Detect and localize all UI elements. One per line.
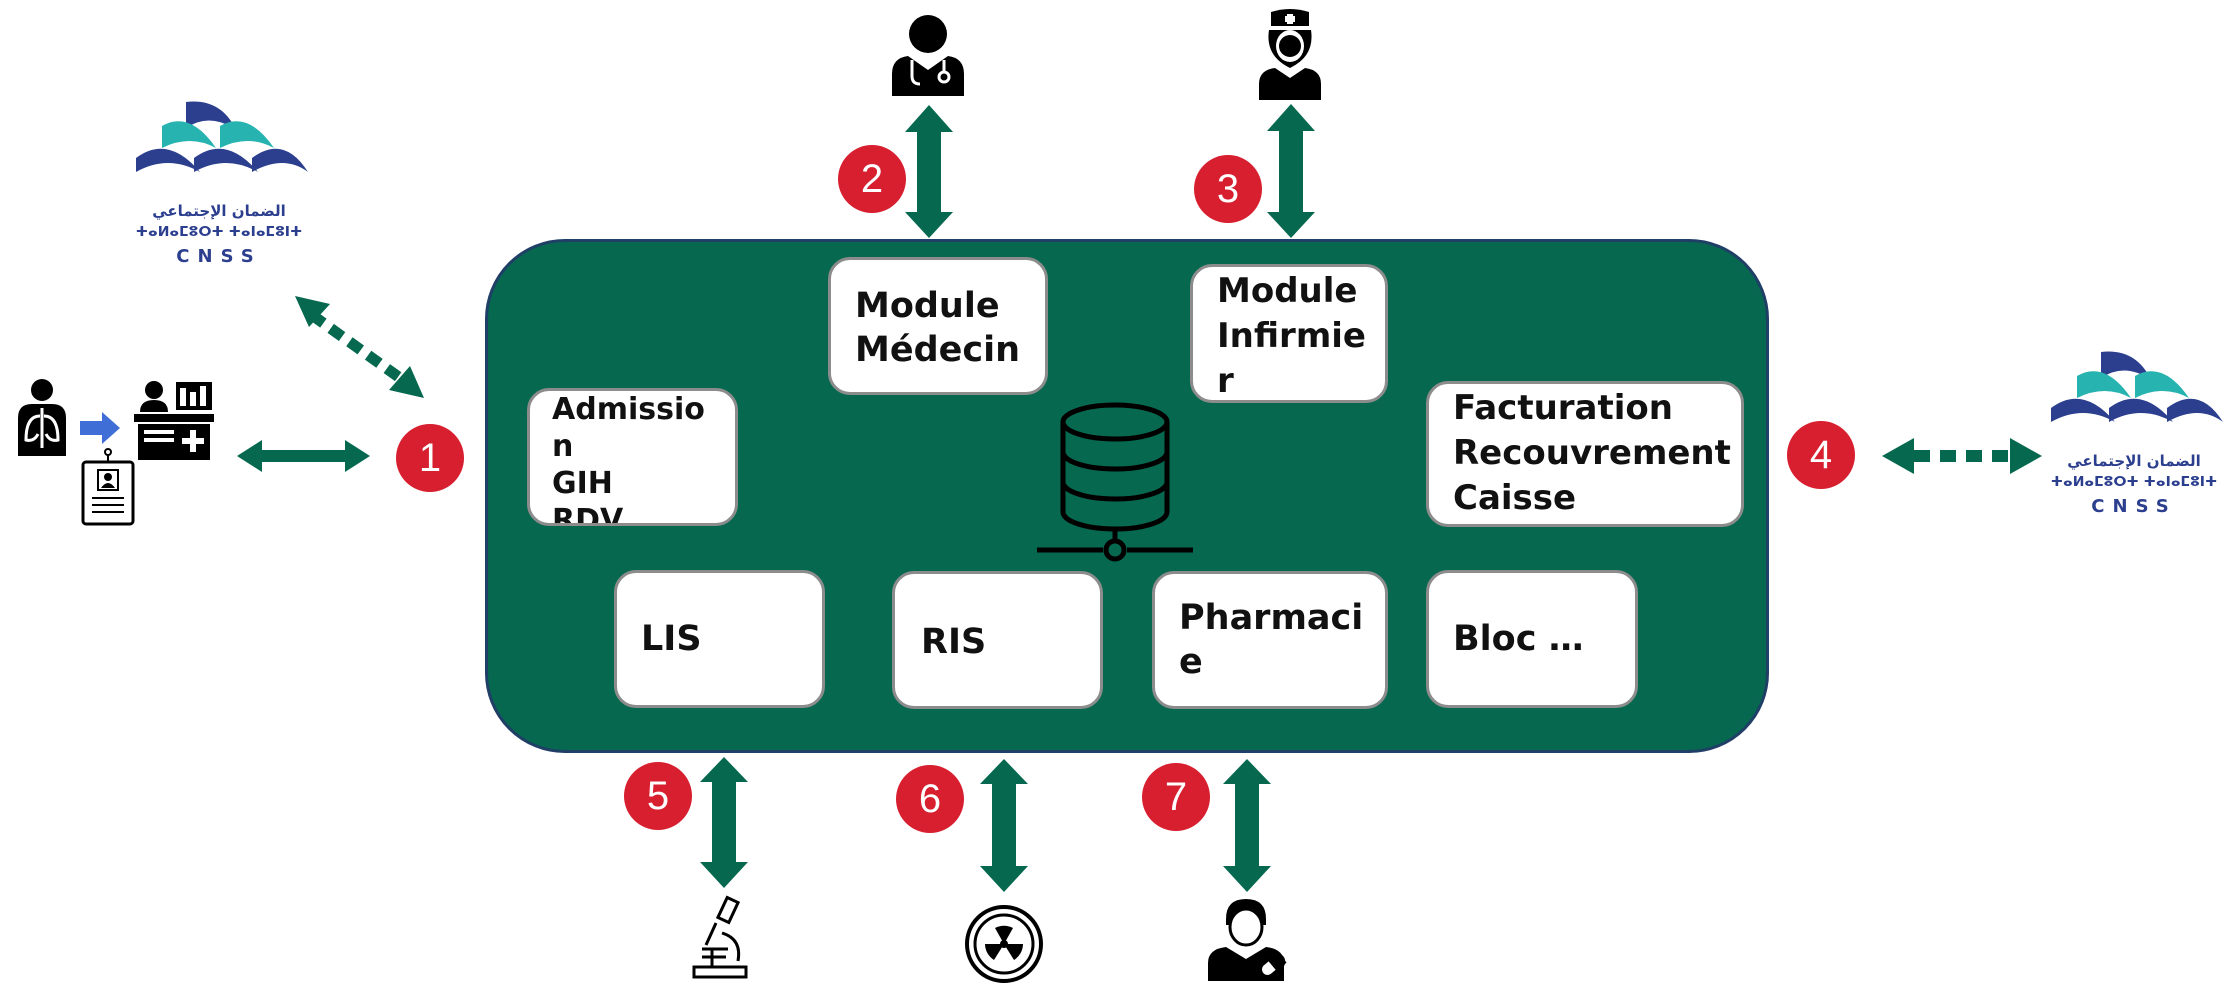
- database-server-icon: [1037, 402, 1193, 562]
- module-pharmacie[interactable]: Pharmaci e: [1152, 571, 1388, 709]
- module-ris[interactable]: RIS: [892, 571, 1103, 709]
- doctor-icon: [892, 15, 964, 96]
- module-facturation-line-1: Facturation: [1453, 388, 1673, 428]
- badge-7: 7: [1142, 763, 1210, 831]
- radiation-icon: [965, 905, 1043, 983]
- module-medecin[interactable]: Module Médecin: [828, 257, 1048, 395]
- module-pharmacie-line-2: e: [1179, 642, 1203, 682]
- arrow-patient-to-hub: [237, 440, 370, 472]
- module-facturation[interactable]: Facturation Recouvrement Caisse: [1426, 381, 1744, 527]
- cnss-right-arabic: الضمان الإجتماعي: [2067, 452, 2201, 470]
- cnss-arcs-icon: [136, 101, 308, 172]
- module-admission-line-3: GIH: [552, 466, 613, 501]
- dotted-arrow-cnss-right: [1882, 438, 2042, 474]
- module-infirmier-line-1: Module: [1217, 271, 1358, 311]
- badge-2: 2: [838, 145, 906, 213]
- reception-desk-icon: [134, 381, 214, 460]
- pharmacist-icon: [1208, 899, 1287, 981]
- module-infirmier-line-2: Infirmie: [1217, 316, 1366, 356]
- module-bloc-line-1: Bloc …: [1453, 619, 1584, 659]
- badge-3: 3: [1194, 155, 1262, 223]
- cnss-logo-right: الضمان الإجتماعي ⵜⴰⵍⴰⵎⵓⵔⵜ ⵜⴰⵏⴰⵎⵓⵏⵜ CNSS: [2043, 350, 2224, 522]
- module-infirmier[interactable]: Module Infirmie r: [1190, 264, 1388, 403]
- module-lis[interactable]: LIS: [614, 570, 825, 708]
- id-card-icon: [81, 448, 135, 526]
- module-facturation-line-2: Recouvrement: [1453, 433, 1731, 473]
- badge-4: 4: [1787, 421, 1855, 489]
- module-admission[interactable]: Admissio n GIH RDV: [527, 388, 738, 526]
- module-admission-line-2: n: [552, 429, 574, 464]
- module-infirmier-line-3: r: [1217, 361, 1234, 401]
- module-pharmacie-line-1: Pharmaci: [1179, 598, 1364, 638]
- arrow-right-icon: [80, 412, 120, 444]
- cnss-arcs-icon-right: [2051, 351, 2223, 422]
- module-admission-line-4: RDV: [552, 503, 624, 526]
- cnss-left-tifinagh: ⵜⴰⵍⴰⵎⵓⵔⵜ ⵜⴰⵏⴰⵎⵓⵏⵜ: [135, 224, 303, 240]
- cnss-right-name: CNSS: [2091, 496, 2177, 517]
- module-facturation-line-3: Caisse: [1453, 478, 1577, 518]
- arrow-radiology: [980, 759, 1028, 892]
- arrow-doctor: [905, 105, 953, 238]
- module-admission-line-1: Admissio: [552, 392, 705, 427]
- patient-xray-icon: [18, 379, 66, 456]
- nurse-icon: [1259, 9, 1321, 100]
- module-bloc[interactable]: Bloc …: [1426, 570, 1638, 708]
- arrow-lab: [700, 757, 748, 888]
- badge-5: 5: [624, 762, 692, 830]
- badge-6: 6: [896, 765, 964, 833]
- arrow-pharmacy: [1223, 759, 1271, 892]
- microscope-icon: [692, 895, 748, 979]
- module-medecin-line-1: Module: [855, 286, 1000, 326]
- module-lis-line-1: LIS: [641, 619, 702, 659]
- dotted-arrow-cnss-left: [295, 296, 424, 398]
- module-ris-line-1: RIS: [921, 622, 987, 662]
- arrow-nurse: [1267, 104, 1315, 238]
- cnss-right-tifinagh: ⵜⴰⵍⴰⵎⵓⵔⵜ ⵜⴰⵏⴰⵎⵓⵏⵜ: [2050, 474, 2218, 490]
- module-medecin-line-2: Médecin: [855, 330, 1021, 370]
- cnss-left-name: CNSS: [176, 246, 262, 267]
- cnss-left-arabic: الضمان الإجتماعي: [152, 202, 286, 220]
- badge-1: 1: [396, 424, 464, 492]
- cnss-logo-left: الضمان الإجتماعي ⵜⴰⵍⴰⵎⵓⵔⵜ ⵜⴰⵏⴰⵎⵓⵏⵜ CNSS: [128, 100, 310, 272]
